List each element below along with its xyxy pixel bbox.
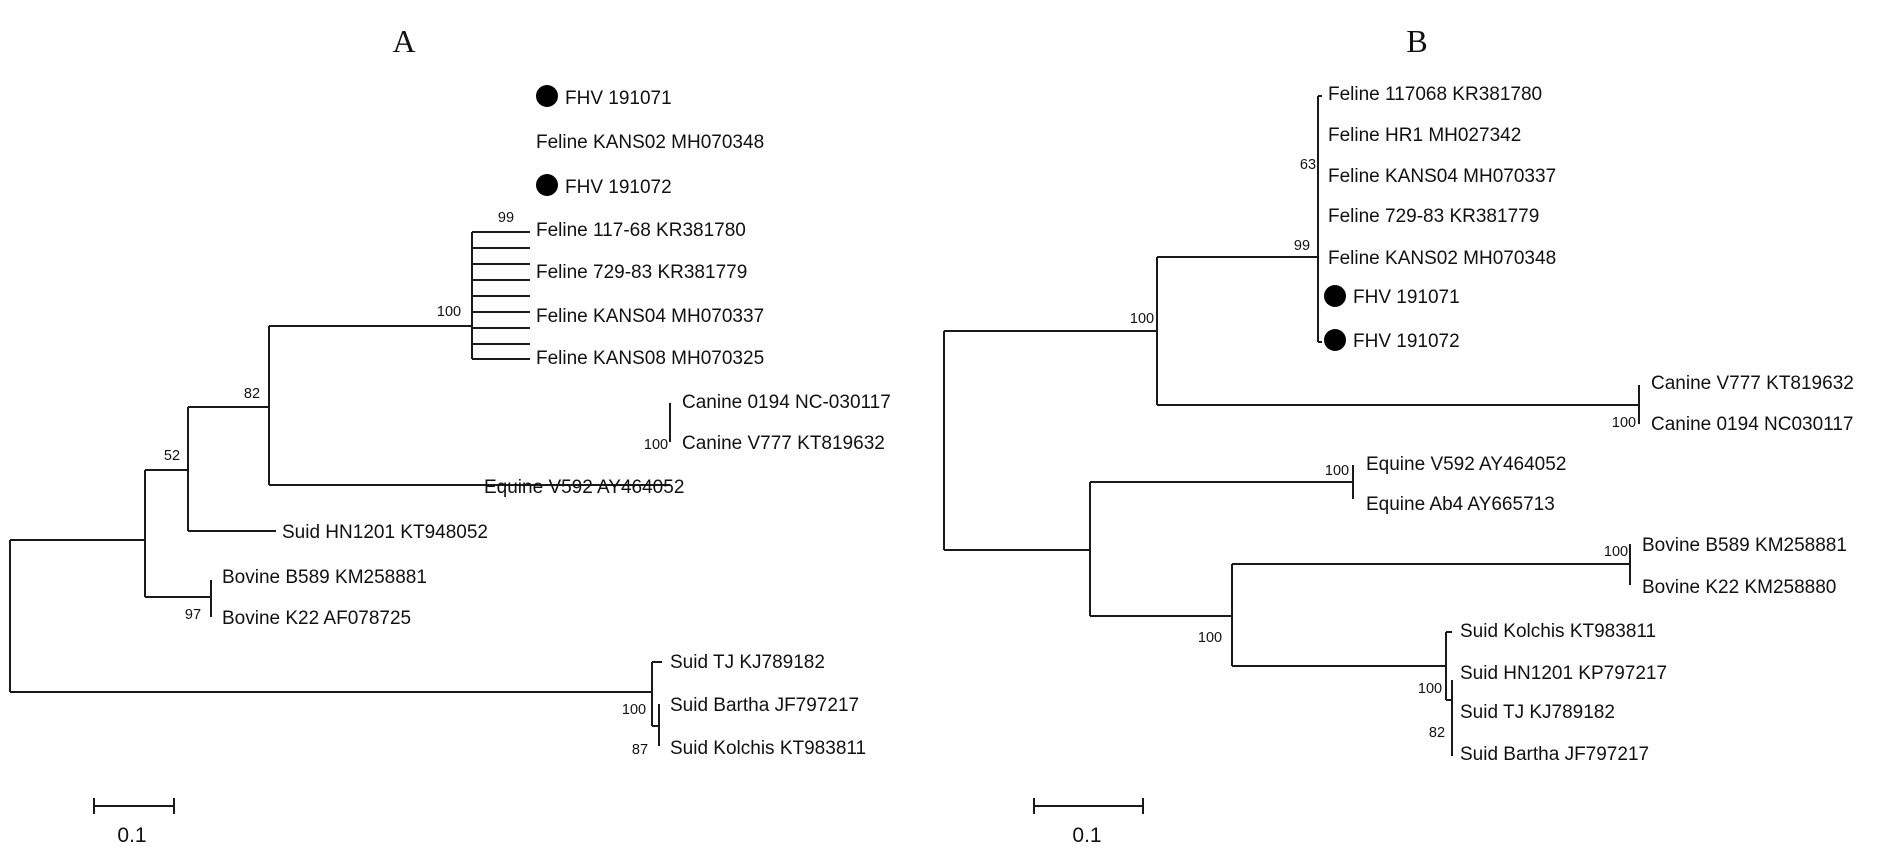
panel-b-leaf-3: Feline 729-83 KR381779	[1328, 206, 1539, 227]
panel-b-leaf-5: FHV 191071	[1353, 287, 1460, 308]
panel-b-bootstrap-3: 100	[1612, 415, 1636, 431]
panel-b-leaf-6-marker	[1324, 329, 1346, 351]
panel-a-leaf-11: Bovine B589 KM258881	[222, 567, 427, 588]
panel-a-leaf-7: Canine 0194 NC-030117	[682, 392, 891, 413]
panel-a-scale-label: 0.1	[117, 824, 146, 847]
panel-a-bootstrap-0: 99	[498, 210, 514, 226]
tree-panel-a: A	[9, 23, 891, 847]
panel-a-scale-bar: 0.1	[93, 798, 175, 847]
panel-b-leaf-labels: Feline 117068 KR381780 Feline HR1 MH0273…	[1328, 84, 1854, 765]
panel-a-leaf-13: Suid TJ KJ789182	[670, 652, 825, 673]
panel-b-bootstrap-0: 63	[1300, 157, 1316, 173]
panel-b-leaf-15: Suid TJ KJ789182	[1460, 702, 1615, 723]
panel-a-bootstrap-7: 87	[632, 742, 648, 758]
panel-a-leaf-0-marker	[536, 85, 558, 107]
panel-b-leaf-0: Feline 117068 KR381780	[1328, 84, 1542, 105]
panel-b-leaf-9: Equine V592 AY464052	[1366, 454, 1566, 475]
panel-a-leaf-15: Suid Kolchis KT983811	[670, 738, 866, 759]
panel-a-title: A	[392, 23, 415, 59]
panel-a-leaf-2: FHV 191072	[565, 177, 672, 198]
panel-b-leaf-11: Bovine B589 KM258881	[1642, 535, 1847, 556]
panel-b-title: B	[1406, 23, 1427, 59]
panel-b-scale-bar: 0.1	[1033, 798, 1144, 847]
panel-a-leaf-10: Suid HN1201 KT948052	[282, 522, 488, 543]
panel-b-bootstrap-values: 63 99 100 100 100 100 100 100 82	[1130, 157, 1636, 741]
panel-b-leaf-6: FHV 191072	[1353, 331, 1460, 352]
panel-a-leaf-8: Canine V777 KT819632	[682, 433, 885, 454]
panel-a-leaf-12: Bovine K22 AF078725	[222, 608, 411, 629]
panel-b-bootstrap-4: 100	[1325, 463, 1349, 479]
panel-b-leaf-13: Suid Kolchis KT983811	[1460, 621, 1656, 642]
panel-a-bootstrap-1: 100	[437, 304, 461, 320]
panel-a-leaf-1: Feline KANS02 MH070348	[536, 132, 764, 153]
panel-a-leaf-4: Feline 729-83 KR381779	[536, 262, 747, 283]
panel-b-scale-label: 0.1	[1072, 824, 1101, 847]
panel-b-leaf-5-marker	[1324, 285, 1346, 307]
panel-b-leaf-2: Feline KANS04 MH070337	[1328, 166, 1556, 187]
panel-b-leaf-8: Canine 0194 NC030117	[1651, 414, 1853, 435]
panel-b-bootstrap-2: 100	[1130, 311, 1154, 327]
panel-a-leaf-9: Equine V592 AY464052	[484, 477, 684, 498]
panel-a-leaf-5: Feline KANS04 MH070337	[536, 306, 764, 327]
panel-a-bootstrap-2: 100	[644, 437, 668, 453]
panel-a-bootstrap-6: 100	[622, 702, 646, 718]
panel-b-bootstrap-8: 82	[1429, 725, 1445, 741]
panel-b-leaf-1: Feline HR1 MH027342	[1328, 125, 1521, 146]
panel-a-leaf-2-marker	[536, 174, 558, 196]
panel-a-leaf-labels: FHV 191071 Feline KANS02 MH070348 FHV 19…	[222, 88, 891, 759]
panel-b-leaf-12: Bovine K22 KM258880	[1642, 577, 1836, 598]
panel-b-leaf-14: Suid HN1201 KP797217	[1460, 663, 1667, 684]
panel-b-bootstrap-6: 100	[1198, 630, 1222, 646]
panel-b-leaf-4: Feline KANS02 MH070348	[1328, 248, 1556, 269]
panel-b-branches	[943, 95, 1640, 756]
panel-a-bootstrap-3: 82	[244, 386, 260, 402]
panel-a-leaf-6: Feline KANS08 MH070325	[536, 348, 764, 369]
panel-a-leaf-0: FHV 191071	[565, 88, 672, 109]
panel-b-leaf-7: Canine V777 KT819632	[1651, 373, 1854, 394]
panel-b-leaf-10: Equine Ab4 AY665713	[1366, 494, 1555, 515]
panel-a-bootstrap-values: 99 100 100 82 52 97 100 87	[164, 210, 668, 758]
panel-b-leaf-16: Suid Bartha JF797217	[1460, 744, 1649, 765]
panel-a-leaf-3: Feline 117-68 KR381780	[536, 220, 746, 241]
panel-b-bootstrap-7: 100	[1418, 681, 1442, 697]
panel-a-bootstrap-4: 52	[164, 448, 180, 464]
panel-a-bootstrap-5: 97	[185, 607, 201, 623]
panel-b-bootstrap-5: 100	[1604, 544, 1628, 560]
panel-a-leaf-14: Suid Bartha JF797217	[670, 695, 859, 716]
panel-a-branches	[9, 231, 671, 746]
tree-panel-b: B	[943, 23, 1854, 847]
panel-b-bootstrap-1: 99	[1294, 238, 1310, 254]
